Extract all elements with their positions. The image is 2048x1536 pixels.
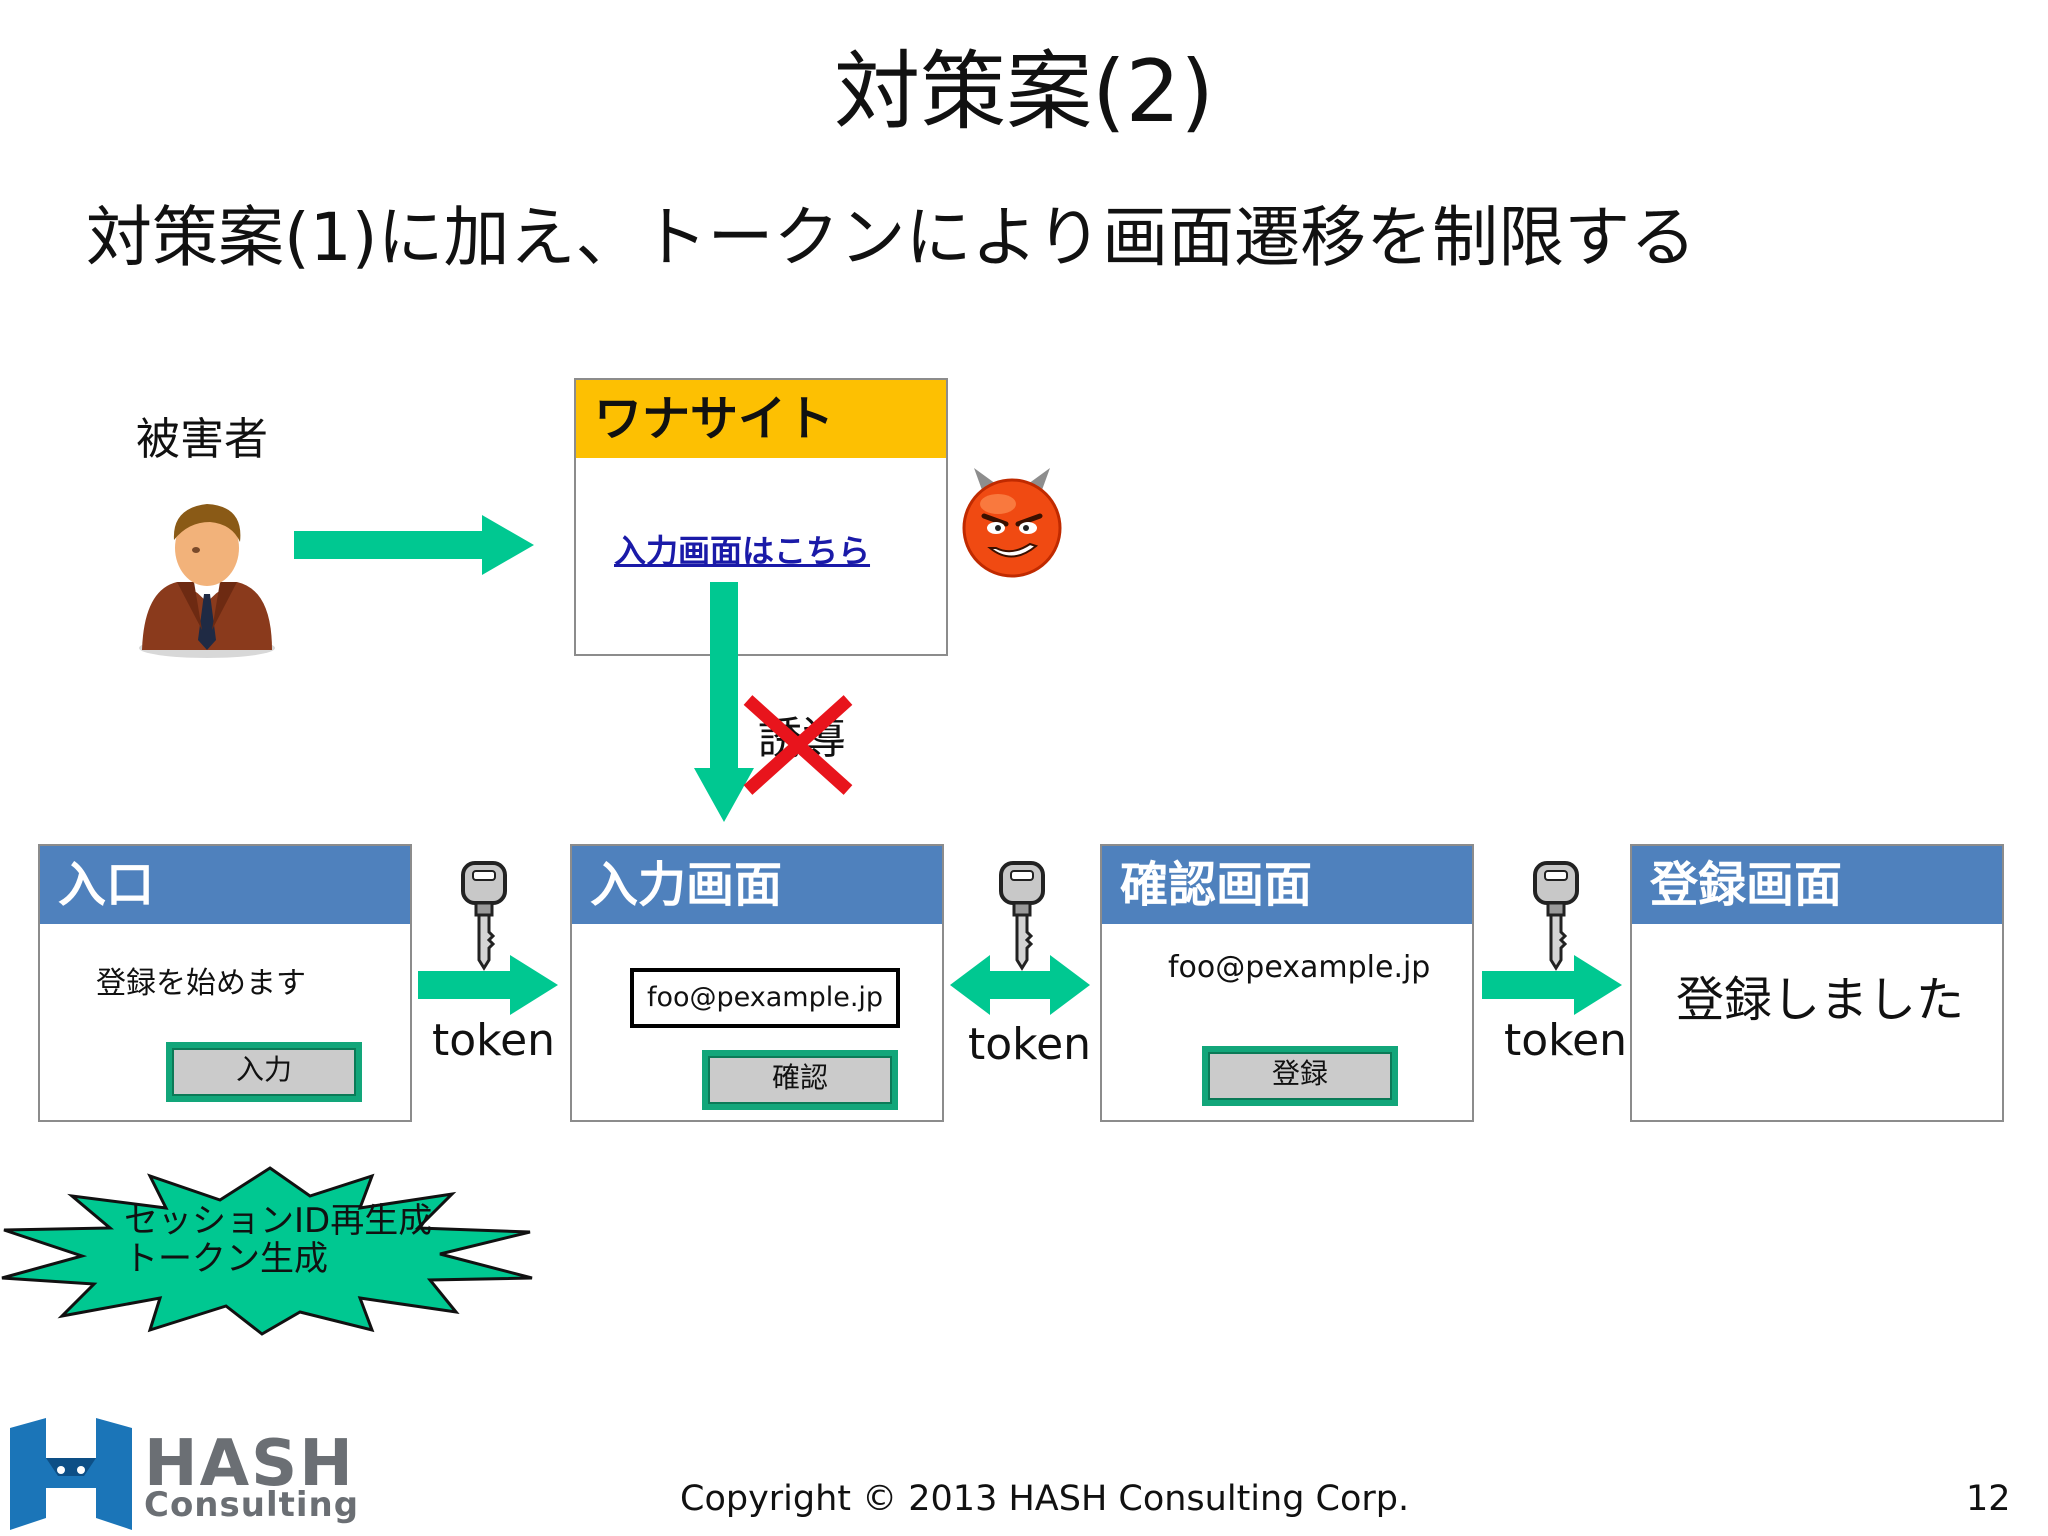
trap-site-header: ワナサイト [576, 380, 946, 458]
input-button[interactable]: 入力 [166, 1042, 362, 1102]
entry-screen-panel: 入口 登録を始めます 入力 [38, 844, 412, 1122]
confirm-screen-panel: 確認画面 foo@pexample.jp 登録 [1100, 844, 1474, 1122]
hash-logo-icon [10, 1418, 132, 1530]
confirm-screen-text: foo@pexample.jp [1168, 950, 1431, 985]
token-label: token [1504, 1015, 1628, 1066]
register-screen-panel: 登録画面 登録しました [1630, 844, 2004, 1122]
entry-screen-header: 入口 [40, 846, 410, 924]
arrow-victim-to-trap [294, 515, 534, 575]
arrow-input-confirm-bidirectional [950, 955, 1090, 1015]
input-button-label: 入力 [172, 1048, 356, 1096]
burst-callout [1, 1166, 533, 1336]
victim-label: 被害者 [136, 414, 268, 465]
arrow-confirm-to-register [1482, 955, 1622, 1015]
trap-site-link[interactable]: 入力画面はこちら [614, 532, 871, 570]
register-button[interactable]: 登録 [1202, 1046, 1398, 1106]
burst-line-1: セッションID再生成 [124, 1201, 433, 1241]
confirm-button[interactable]: 確認 [702, 1050, 898, 1110]
burst-text: セッションID再生成 トークン生成 [124, 1202, 432, 1278]
key-icon [999, 861, 1045, 971]
copyright-text: Copyright © 2013 HASH Consulting Corp. [680, 1479, 1410, 1519]
register-screen-header: 登録画面 [1632, 846, 2002, 924]
trap-site-panel: ワナサイト 入力画面はこちら [574, 378, 948, 656]
slide-subtitle: 対策案(1)に加え、トークンにより画面遷移を制限する [86, 199, 1697, 276]
page-number: 12 [1966, 1479, 2011, 1519]
arrow-entry-to-input [418, 955, 558, 1015]
key-icon [1533, 861, 1579, 971]
token-label: token [432, 1015, 556, 1066]
logo-sub-text: Consulting [144, 1485, 360, 1525]
burst-line-2: トークン生成 [124, 1239, 328, 1279]
confirm-screen-header: 確認画面 [1102, 846, 1472, 924]
person-icon [139, 504, 275, 658]
input-screen-panel: 入力画面 foo@pexample.jp 確認 [570, 844, 944, 1122]
input-screen-header: 入力画面 [572, 846, 942, 924]
register-screen-text: 登録しました [1676, 972, 1965, 1028]
token-label: token [968, 1019, 1092, 1070]
register-button-label: 登録 [1208, 1052, 1392, 1100]
confirm-button-label: 確認 [708, 1056, 892, 1104]
arrow-trap-to-input [694, 582, 754, 822]
devil-face-icon [962, 468, 1062, 578]
entry-screen-text: 登録を始めます [96, 966, 306, 1001]
red-x-icon [743, 695, 853, 795]
email-field[interactable]: foo@pexample.jp [630, 968, 900, 1028]
key-icon [461, 861, 507, 971]
logo-main-text: HASH [144, 1427, 355, 1501]
slide-title: 対策案(2) [834, 42, 1214, 142]
